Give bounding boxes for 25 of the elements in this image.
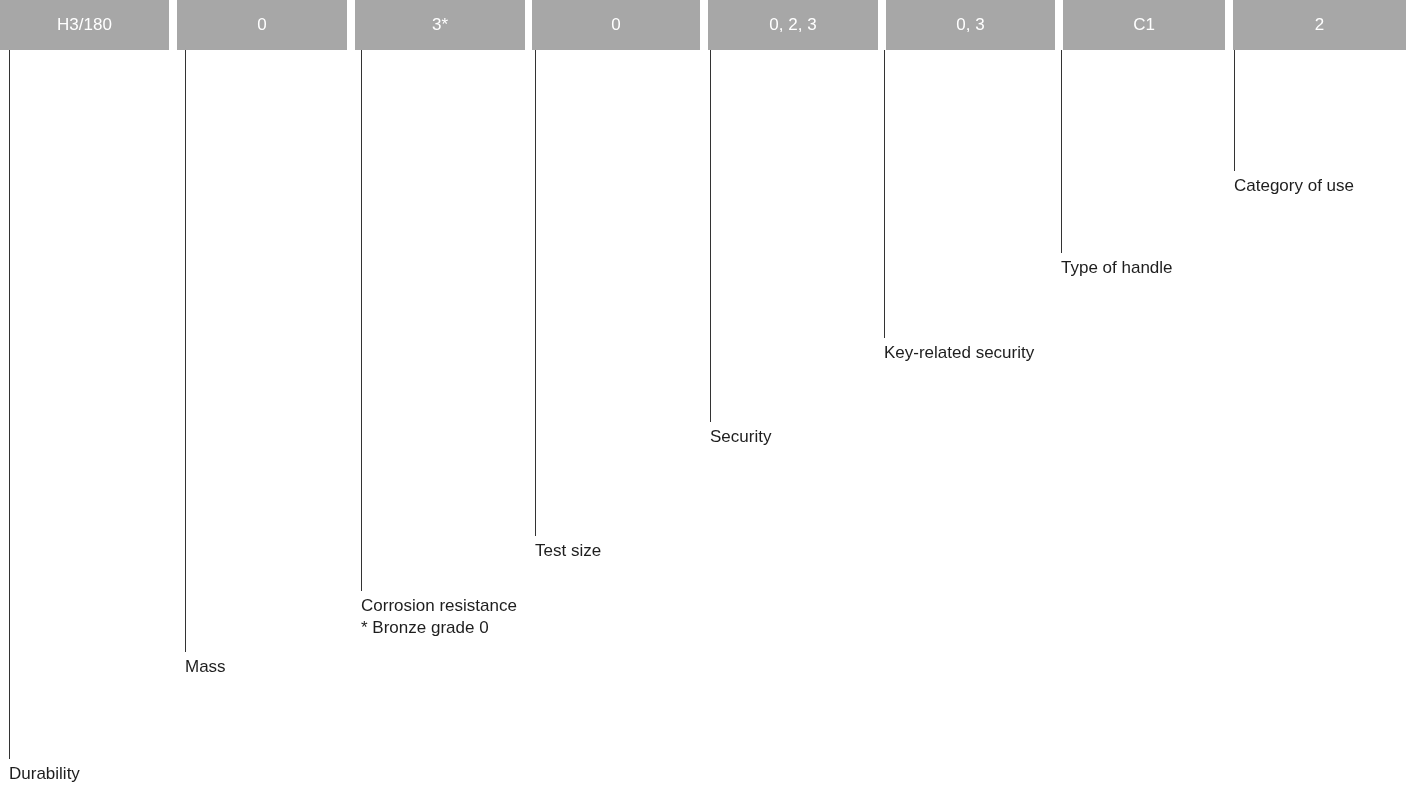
leader-line — [884, 49, 885, 339]
code-box: 0, 2, 3 — [708, 0, 878, 50]
label-text: Category of use — [1234, 175, 1354, 197]
code-box: 0 — [532, 0, 700, 50]
code-box: H3/180 — [0, 0, 169, 50]
code-box: 2 — [1233, 0, 1406, 50]
leader-line — [1061, 49, 1062, 254]
label-text: Test size — [535, 540, 602, 562]
label-text: Type of handle — [1061, 257, 1173, 279]
leader-line — [185, 49, 186, 653]
note-text: * Bronze grade 0 — [361, 617, 490, 639]
label-text: Key-related security — [884, 342, 1035, 364]
leader-line — [361, 49, 362, 592]
leader-line — [9, 49, 10, 760]
code-box: C1 — [1063, 0, 1225, 50]
leader-line — [710, 49, 711, 423]
label-text: Mass — [185, 656, 226, 678]
code-box: 0, 3 — [886, 0, 1055, 50]
leader-line — [1234, 49, 1235, 172]
label-text: Durability — [9, 763, 80, 785]
label-text: Corrosion resistance — [361, 595, 517, 617]
code-box: 0 — [177, 0, 347, 50]
label-text: Security — [710, 426, 772, 448]
leader-line — [535, 49, 536, 537]
code-box: 3* — [355, 0, 525, 50]
